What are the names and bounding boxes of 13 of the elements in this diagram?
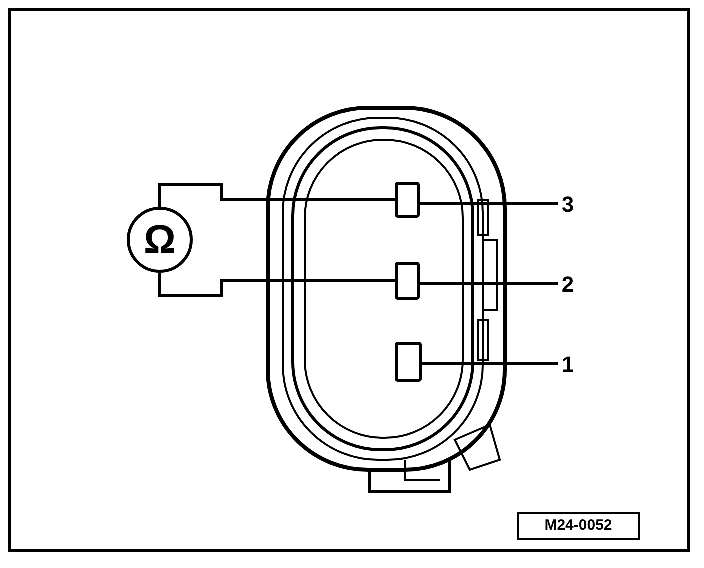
ohmmeter-symbol: Ω: [127, 207, 193, 273]
callout-number: 1: [558, 350, 578, 378]
leader-line: [420, 282, 558, 286]
test-lead: [158, 184, 395, 207]
test-lead: [158, 273, 395, 298]
leader-line: [422, 362, 558, 366]
connector-pin: [395, 262, 420, 300]
connector-pin: [395, 182, 420, 218]
connector-pin: [395, 342, 422, 382]
callout-number: 3: [558, 190, 578, 218]
leader-line: [420, 202, 558, 206]
reference-number: M24-0052: [517, 512, 640, 540]
callout-number: 2: [558, 270, 578, 298]
